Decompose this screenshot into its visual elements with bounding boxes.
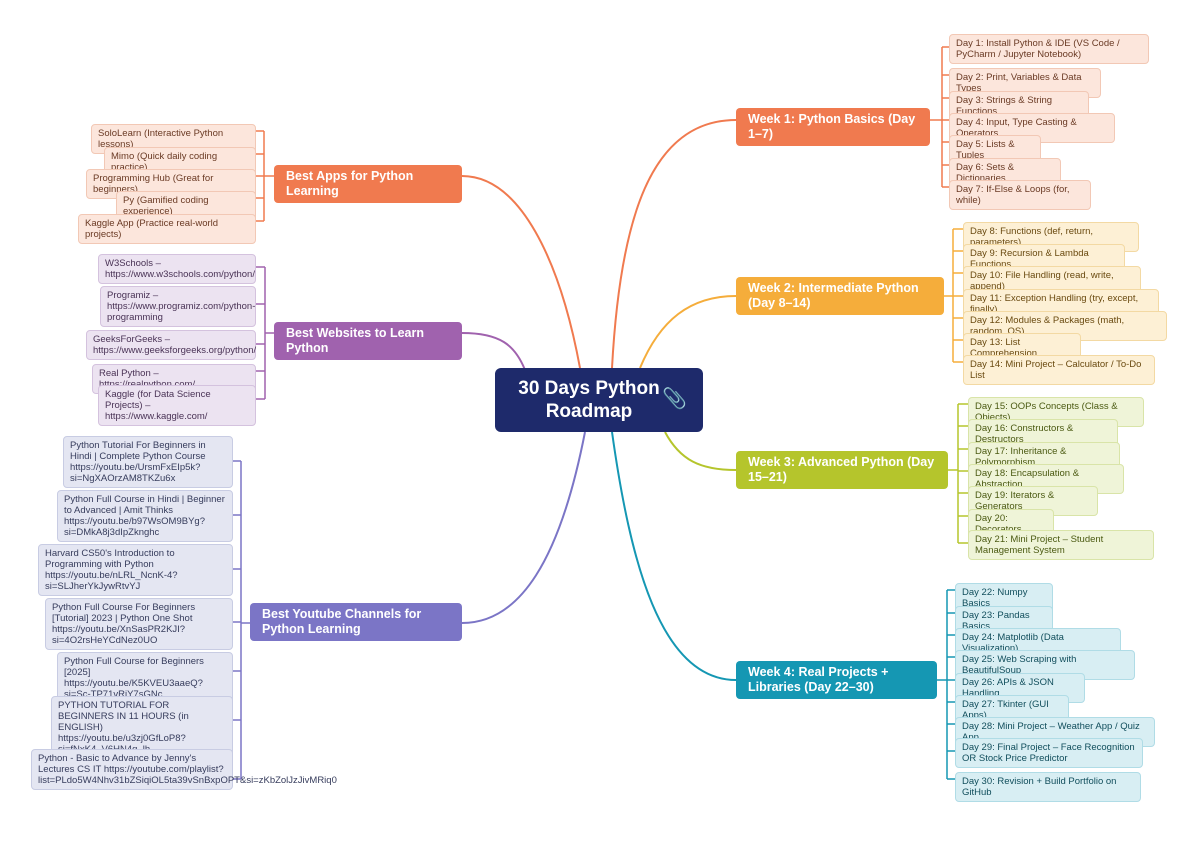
list-item[interactable]: Day 1: Install Python & IDE (VS Code / P… (949, 34, 1149, 64)
list-item[interactable]: W3Schools – https://www.w3schools.com/py… (98, 254, 256, 284)
branch-week1[interactable]: Week 1: Python Basics (Day 1–7) (736, 108, 930, 146)
list-item[interactable]: Day 29: Final Project – Face Recognition… (955, 738, 1143, 768)
branch-week2[interactable]: Week 2: Intermediate Python (Day 8–14) (736, 277, 944, 315)
branch-apps-title: Best Apps for Python Learning (286, 169, 414, 198)
paperclip-icon[interactable]: 📎 (662, 388, 687, 410)
branch-week3-title: Week 3: Advanced Python (Day 15–21) (748, 455, 935, 484)
list-item[interactable]: Harvard CS50's Introduction to Programmi… (38, 544, 233, 596)
list-item[interactable]: Python Full Course For Beginners [Tutori… (45, 598, 233, 650)
list-item[interactable]: Kaggle App (Practice real-world projects… (78, 214, 256, 244)
list-item[interactable]: Day 14: Mini Project – Calculator / To-D… (963, 355, 1155, 385)
list-item[interactable]: Day 21: Mini Project – Student Managemen… (968, 530, 1154, 560)
list-item[interactable]: Python Tutorial For Beginners in Hindi |… (63, 436, 233, 488)
link-week1 (611, 119, 737, 369)
list-item[interactable]: Programiz – https://www.programiz.com/py… (100, 286, 256, 327)
link-week4 (611, 431, 737, 681)
branch-week2-title: Week 2: Intermediate Python (Day 8–14) (748, 281, 919, 310)
list-item[interactable]: Day 7: If-Else & Loops (for, while) (949, 180, 1091, 210)
branch-websites[interactable]: Best Websites to Learn Python (274, 322, 462, 360)
link-youtube (461, 431, 586, 624)
central-topic[interactable]: 30 Days Python Roadmap 📎 (495, 368, 703, 432)
link-week3 (664, 431, 737, 471)
branch-week4[interactable]: Week 4: Real Projects + Libraries (Day 2… (736, 661, 937, 699)
link-websites (461, 332, 526, 371)
central-topic-title: 30 Days Python Roadmap (518, 378, 660, 422)
list-item[interactable]: Python Full Course in Hindi | Beginner t… (57, 490, 233, 542)
branch-youtube[interactable]: Best Youtube Channels for Python Learnin… (250, 603, 462, 641)
branch-websites-title: Best Websites to Learn Python (286, 326, 425, 355)
link-week2 (639, 295, 737, 369)
branch-apps[interactable]: Best Apps for Python Learning (274, 165, 462, 203)
list-item[interactable]: GeeksForGeeks – https://www.geeksforgeek… (86, 330, 256, 360)
branch-week4-title: Week 4: Real Projects + Libraries (Day 2… (748, 665, 889, 694)
list-item[interactable]: Kaggle (for Data Science Projects) – htt… (98, 385, 256, 426)
branch-week3[interactable]: Week 3: Advanced Python (Day 15–21) (736, 451, 948, 489)
link-apps (461, 175, 581, 369)
branch-week1-title: Week 1: Python Basics (Day 1–7) (748, 112, 916, 141)
branch-youtube-title: Best Youtube Channels for Python Learnin… (262, 607, 422, 636)
list-item[interactable]: Python - Basic to Advance by Jenny's Lec… (31, 749, 337, 790)
list-item[interactable]: Day 30: Revision + Build Portfolio on Gi… (955, 772, 1141, 802)
